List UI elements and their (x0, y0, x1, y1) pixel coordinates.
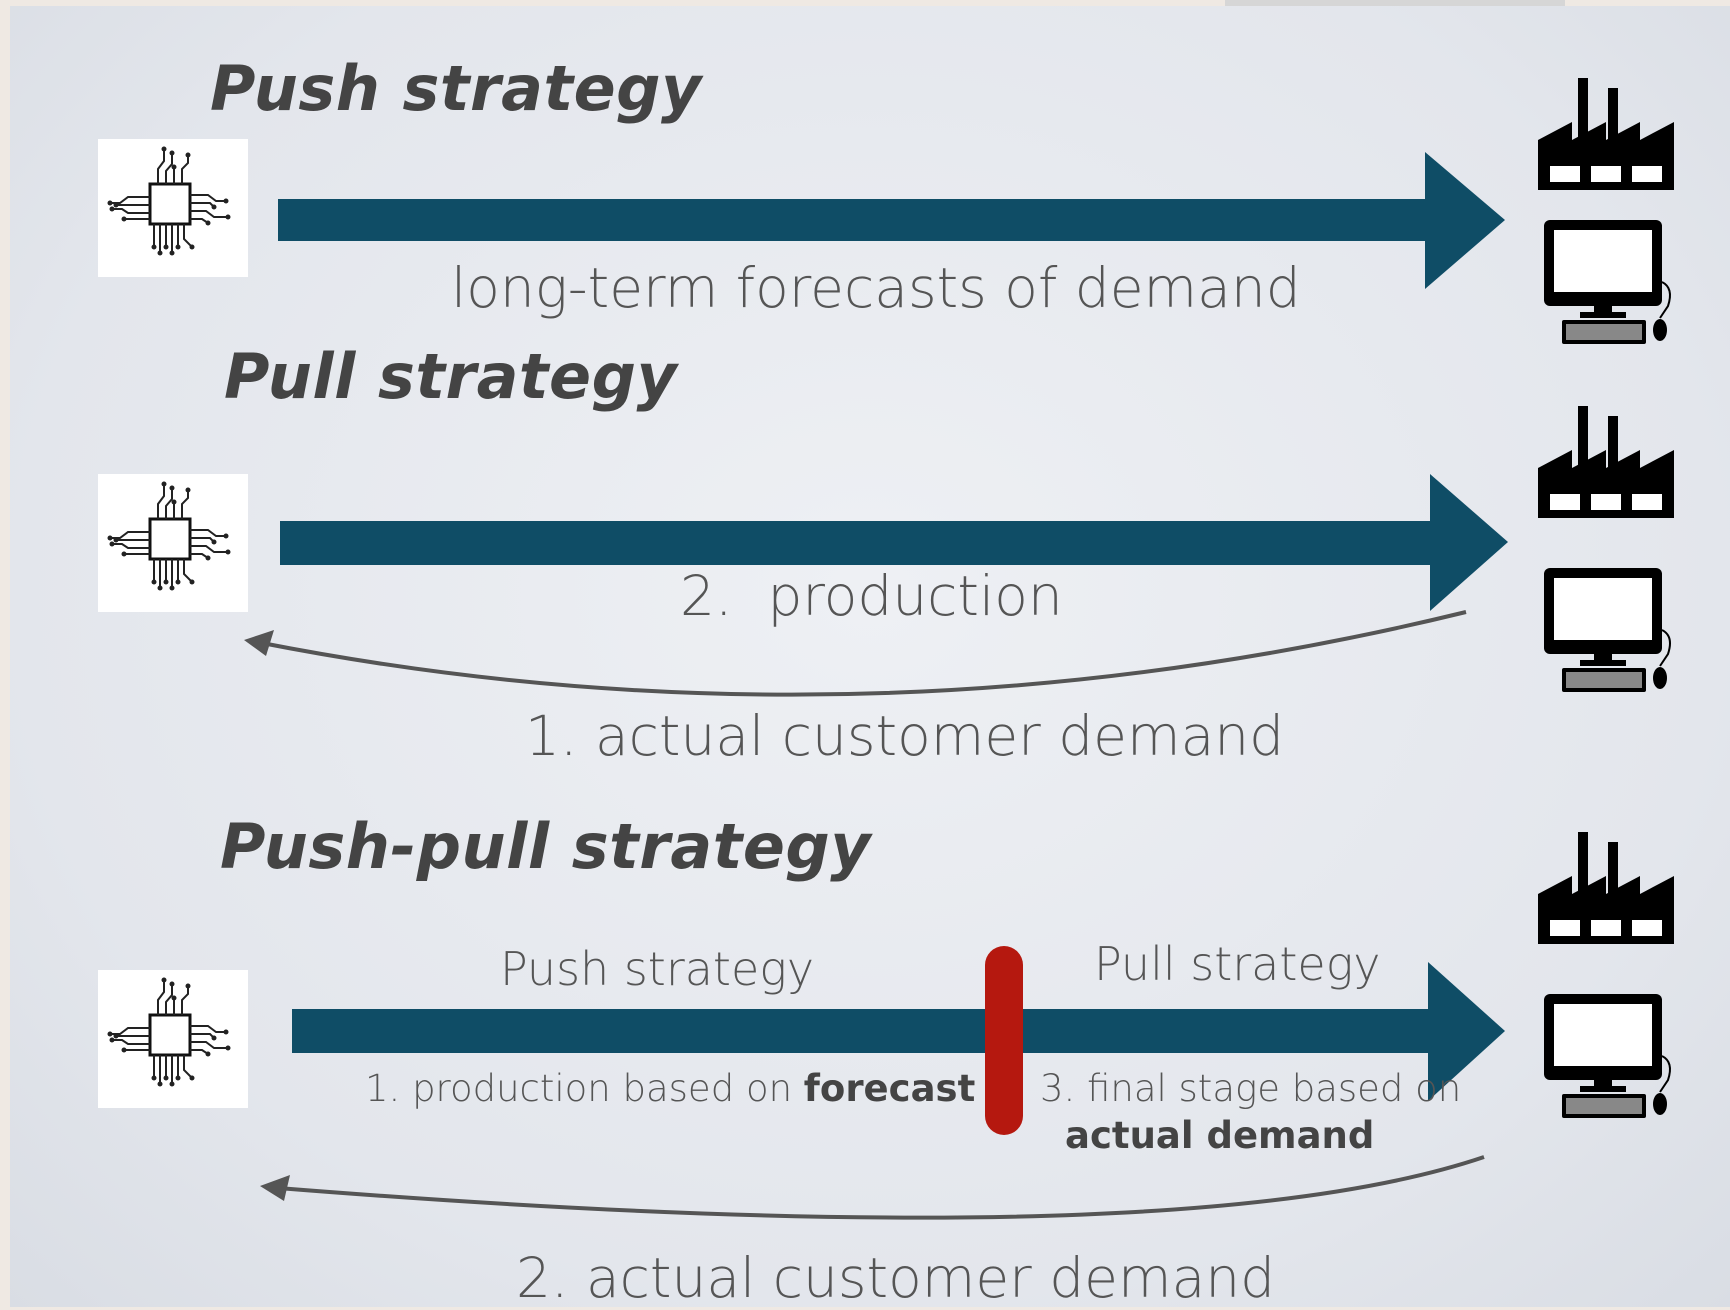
pull-forward-label: 2. production (680, 564, 1063, 628)
pull-return-arrow (244, 610, 1467, 697)
push-pull-return-arrow (260, 1155, 1485, 1220)
push-pull-return-label: 2. actual customer demand (516, 1246, 1276, 1310)
desktop-computer-icon (1536, 992, 1676, 1122)
push-forward-arrow (278, 152, 1505, 289)
decoupling-point-marker (985, 946, 1023, 1135)
push-phase-note-text: 1. production based on (365, 1067, 804, 1110)
push-pull-strategy-heading: Push-pull strategy (220, 810, 872, 883)
pull-phase-note-line1: 3. final stage based on (1040, 1067, 1462, 1110)
desktop-computer-icon (1536, 566, 1676, 696)
factory-icon (1538, 406, 1674, 524)
desktop-computer-icon (1536, 218, 1676, 348)
pull-phase-note-line2: actual demand (1065, 1114, 1374, 1157)
slide-top-bar (1225, 0, 1565, 6)
factory-icon (1538, 832, 1674, 950)
push-phase-title: Push strategy (500, 942, 815, 996)
push-strategy-heading: Push strategy (210, 52, 702, 125)
circuit-chip-icon (98, 474, 248, 612)
push-pull-forward-arrow (292, 962, 1505, 1101)
circuit-chip-icon (98, 139, 248, 277)
pull-phase-note-emphasis: actual demand (1065, 1114, 1375, 1157)
push-forward-label: long-term forecasts of demand (451, 256, 1301, 320)
push-phase-note-emphasis: forecast (803, 1067, 976, 1110)
factory-icon (1538, 78, 1674, 196)
circuit-chip-icon (98, 970, 248, 1108)
push-phase-note: 1. production based on forecast (365, 1067, 975, 1110)
pull-phase-title: Pull strategy (1094, 937, 1381, 991)
pull-forward-arrow (280, 474, 1508, 611)
pull-return-label: 1. actual customer demand (525, 704, 1285, 768)
pull-strategy-heading: Pull strategy (224, 340, 678, 413)
